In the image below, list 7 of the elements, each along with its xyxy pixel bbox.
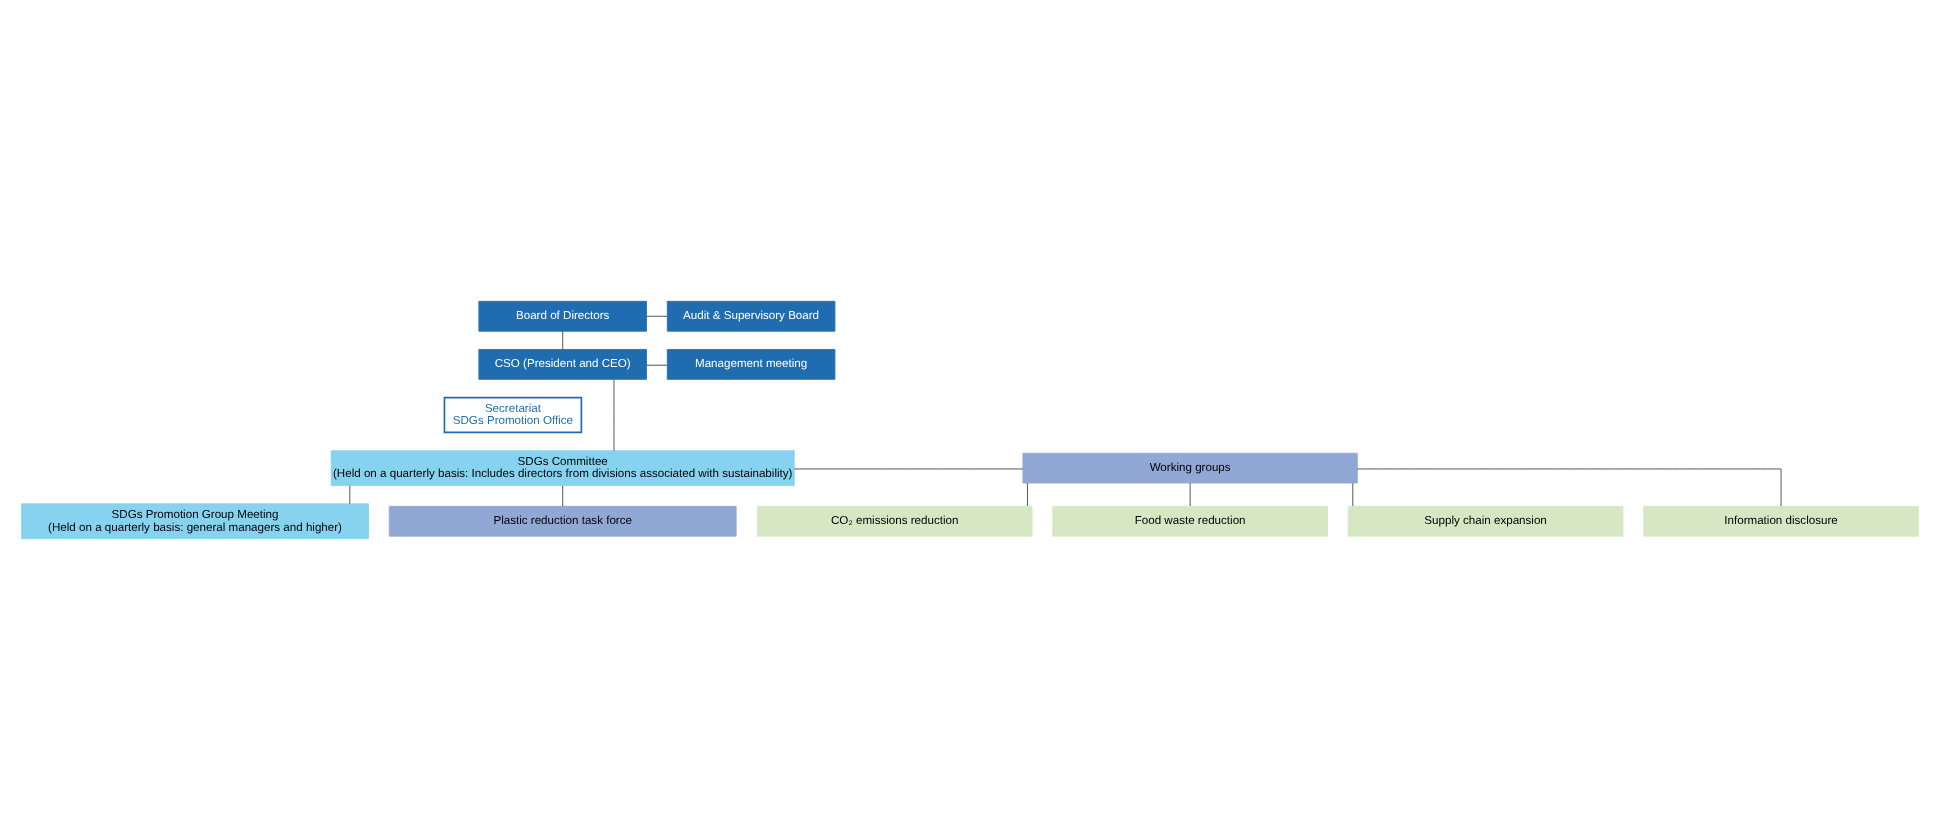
connector: [562, 485, 564, 507]
connector: [562, 330, 564, 350]
connector: [1027, 482, 1028, 507]
connector: [646, 315, 668, 317]
connector: [646, 364, 668, 366]
connector: [1352, 482, 1354, 507]
connector: [1357, 468, 1782, 507]
